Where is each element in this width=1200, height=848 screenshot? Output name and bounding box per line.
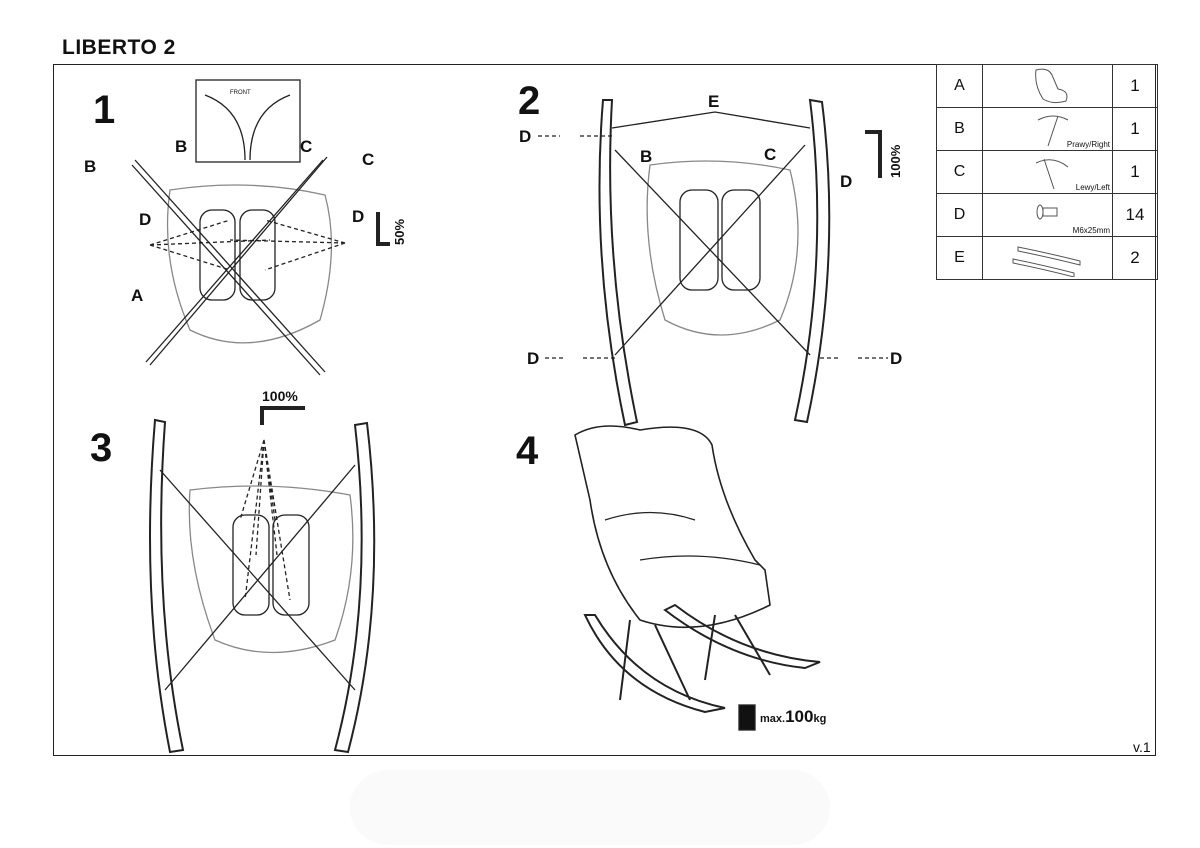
rocking-chair xyxy=(574,425,771,629)
label-d-left: D xyxy=(139,210,151,229)
part-letter: C xyxy=(936,150,983,194)
part-letter: E xyxy=(936,236,983,280)
label-c: C xyxy=(362,150,374,169)
label-c-inset: C xyxy=(300,137,312,156)
front-label: FRONT xyxy=(230,90,251,96)
weight-icon xyxy=(738,704,756,731)
torque-label-100-step3: 100% xyxy=(262,388,298,404)
instruction-frame xyxy=(53,64,1156,756)
step-3-number: 3 xyxy=(90,426,112,470)
rocker-right xyxy=(793,98,831,424)
part-note: Lewy/Left xyxy=(1075,183,1110,192)
step-4-number: 4 xyxy=(516,429,539,473)
document-title: LIBERTO 2 xyxy=(62,36,176,59)
step-2-number: 2 xyxy=(518,79,540,123)
step-4: 4 max.100kg xyxy=(516,425,826,731)
allen-key-icon xyxy=(865,130,882,178)
part-note: Prawy/Right xyxy=(1066,140,1110,149)
bolt-icon: M6x25mm xyxy=(982,193,1113,237)
rocker-icon xyxy=(982,236,1113,280)
torque-label-50: 50% xyxy=(392,219,407,245)
part-qty: 2 xyxy=(1112,236,1158,280)
right-leg-icon: Prawy/Right xyxy=(982,107,1113,151)
label-d-bottom-right: D xyxy=(890,349,902,368)
allen-key-icon xyxy=(376,212,390,246)
label-d-top-left: D xyxy=(519,127,531,146)
label-e: E xyxy=(708,92,719,111)
part-letter: B xyxy=(936,107,983,151)
label-a: A xyxy=(131,286,143,305)
part-letter: A xyxy=(936,64,983,108)
part-qty: 1 xyxy=(1112,64,1158,108)
label-c-step2: C xyxy=(764,145,776,164)
label-b: B xyxy=(84,157,96,176)
label-b-step2: B xyxy=(640,147,652,166)
seat-underside xyxy=(166,184,333,344)
seat-icon xyxy=(982,64,1113,108)
page-shadow xyxy=(350,770,830,845)
step-1: 1 FRONT B C B C D D A 50% xyxy=(84,79,407,376)
max-load-label: max.100kg xyxy=(760,707,826,726)
part-letter: D xyxy=(936,193,983,237)
left-leg-icon: Lewy/Left xyxy=(982,150,1113,194)
label-d-right: D xyxy=(352,207,364,226)
front-detail-inset xyxy=(195,79,301,163)
step-3: 3 100% xyxy=(90,388,376,754)
part-qty: 1 xyxy=(1112,107,1158,151)
step-2: 2 E B C D D D D 100% xyxy=(518,79,903,427)
label-d-bottom-left: D xyxy=(527,349,539,368)
rocker-left xyxy=(149,418,185,754)
label-b-inset: B xyxy=(175,137,187,156)
part-qty: 14 xyxy=(1112,193,1158,237)
version-label: v.1 xyxy=(1133,739,1151,755)
part-qty: 1 xyxy=(1112,150,1158,194)
label-d-top-right: D xyxy=(840,172,852,191)
torque-label-100-step2: 100% xyxy=(888,144,903,178)
rocker-left xyxy=(598,99,639,427)
step-1-number: 1 xyxy=(93,88,115,132)
allen-key-icon xyxy=(260,406,305,425)
rocker-right xyxy=(333,421,376,754)
part-note: M6x25mm xyxy=(1072,226,1110,235)
